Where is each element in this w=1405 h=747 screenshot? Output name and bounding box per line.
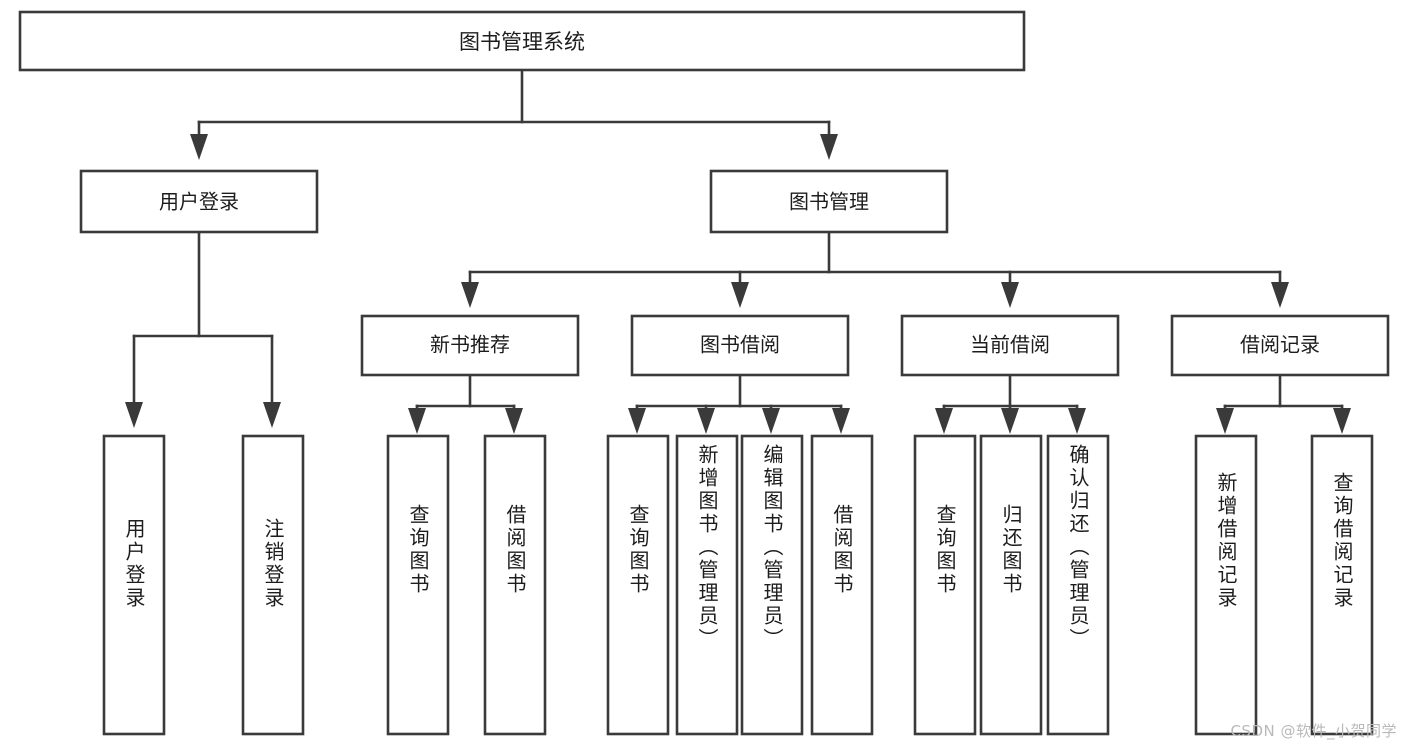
node-label-book-management: 图书管理 [789, 190, 869, 214]
arrow-to-new-book-recommend [461, 282, 479, 308]
node-user-login[interactable]: 用户登录 [79, 169, 319, 234]
connectors-current-borrow [935, 373, 1086, 434]
node-box-new-book-recommend[interactable] [360, 314, 580, 377]
leaf-boxes [102, 434, 1374, 736]
node-label-title: 图书管理系统 [459, 30, 585, 54]
arrow-to-book-management [820, 134, 838, 160]
node-box-leaf-confirm-return[interactable] [1046, 434, 1110, 736]
arrow-to-leaf-user-login [125, 402, 143, 428]
node-label-new-book-recommend: 新书推荐 [430, 333, 510, 357]
node-box-leaf-query-book-3[interactable] [913, 434, 977, 736]
arrow-to-current-borrow [1001, 282, 1019, 308]
arrow-to-leaf-confirm-return [1068, 408, 1086, 434]
node-box-leaf-logout-login[interactable] [241, 434, 305, 736]
node-box-leaf-add-record[interactable] [1194, 434, 1258, 736]
arrow-to-leaf-borrow-book-2 [832, 408, 850, 434]
connectors-root [190, 68, 838, 160]
arrow-to-leaf-query-book-2 [628, 408, 646, 434]
connectors-book-management [461, 230, 1289, 308]
arrow-to-book-borrow [731, 282, 749, 308]
connectors-user-login [125, 230, 281, 428]
node-box-leaf-query-book-1[interactable] [386, 434, 450, 736]
arrow-to-leaf-add-book [697, 408, 715, 434]
node-label-user-login: 用户登录 [159, 190, 239, 214]
node-box-book-borrow[interactable] [630, 314, 850, 377]
node-box-current-borrow[interactable] [900, 314, 1120, 377]
connectors-borrow-record [1216, 373, 1351, 434]
node-box-leaf-add-book[interactable] [675, 434, 739, 736]
node-box-leaf-query-book-2[interactable] [606, 434, 670, 736]
node-book-borrow[interactable]: 图书借阅 [630, 314, 850, 377]
arrow-to-leaf-edit-book [762, 408, 780, 434]
node-book-management-system[interactable]: 图书管理系统 [18, 10, 1026, 72]
arrow-to-leaf-borrow-book-1 [505, 408, 523, 434]
csdn-watermark: CSDN @软件_小贺同学 [1230, 722, 1397, 740]
node-box-leaf-return-book[interactable] [979, 434, 1043, 736]
node-box-title[interactable] [18, 10, 1026, 72]
node-box-leaf-query-record[interactable] [1310, 434, 1374, 736]
arrow-to-borrow-record [1271, 282, 1289, 308]
connectors-book-borrow [628, 373, 850, 434]
node-label-current-borrow: 当前借阅 [970, 333, 1050, 357]
node-box-user-login[interactable] [79, 169, 319, 234]
node-label-book-borrow: 图书借阅 [700, 333, 780, 357]
node-box-leaf-user-login[interactable] [102, 434, 166, 736]
arrow-to-leaf-add-record [1216, 408, 1234, 434]
node-box-leaf-edit-book[interactable] [740, 434, 804, 736]
arrow-to-user-login [190, 134, 208, 160]
connectors-new-book-recommend [408, 373, 523, 434]
node-box-leaf-borrow-book-1[interactable] [483, 434, 547, 736]
node-box-leaf-borrow-book-2[interactable] [810, 434, 874, 736]
node-new-book-recommend[interactable]: 新书推荐 [360, 314, 580, 377]
arrow-to-leaf-query-book-1 [408, 408, 426, 434]
arrow-to-leaf-logout-login [263, 402, 281, 428]
node-book-management[interactable]: 图书管理 [709, 169, 949, 234]
arrow-to-leaf-return-book [1001, 408, 1019, 434]
node-current-borrow[interactable]: 当前借阅 [900, 314, 1120, 377]
node-box-book-management[interactable] [709, 169, 949, 234]
node-label-borrow-record: 借阅记录 [1240, 333, 1320, 357]
node-borrow-record[interactable]: 借阅记录 [1170, 314, 1390, 377]
arrow-to-leaf-query-record [1333, 408, 1351, 434]
arrow-to-leaf-query-book-3 [935, 408, 953, 434]
node-box-borrow-record[interactable] [1170, 314, 1390, 377]
